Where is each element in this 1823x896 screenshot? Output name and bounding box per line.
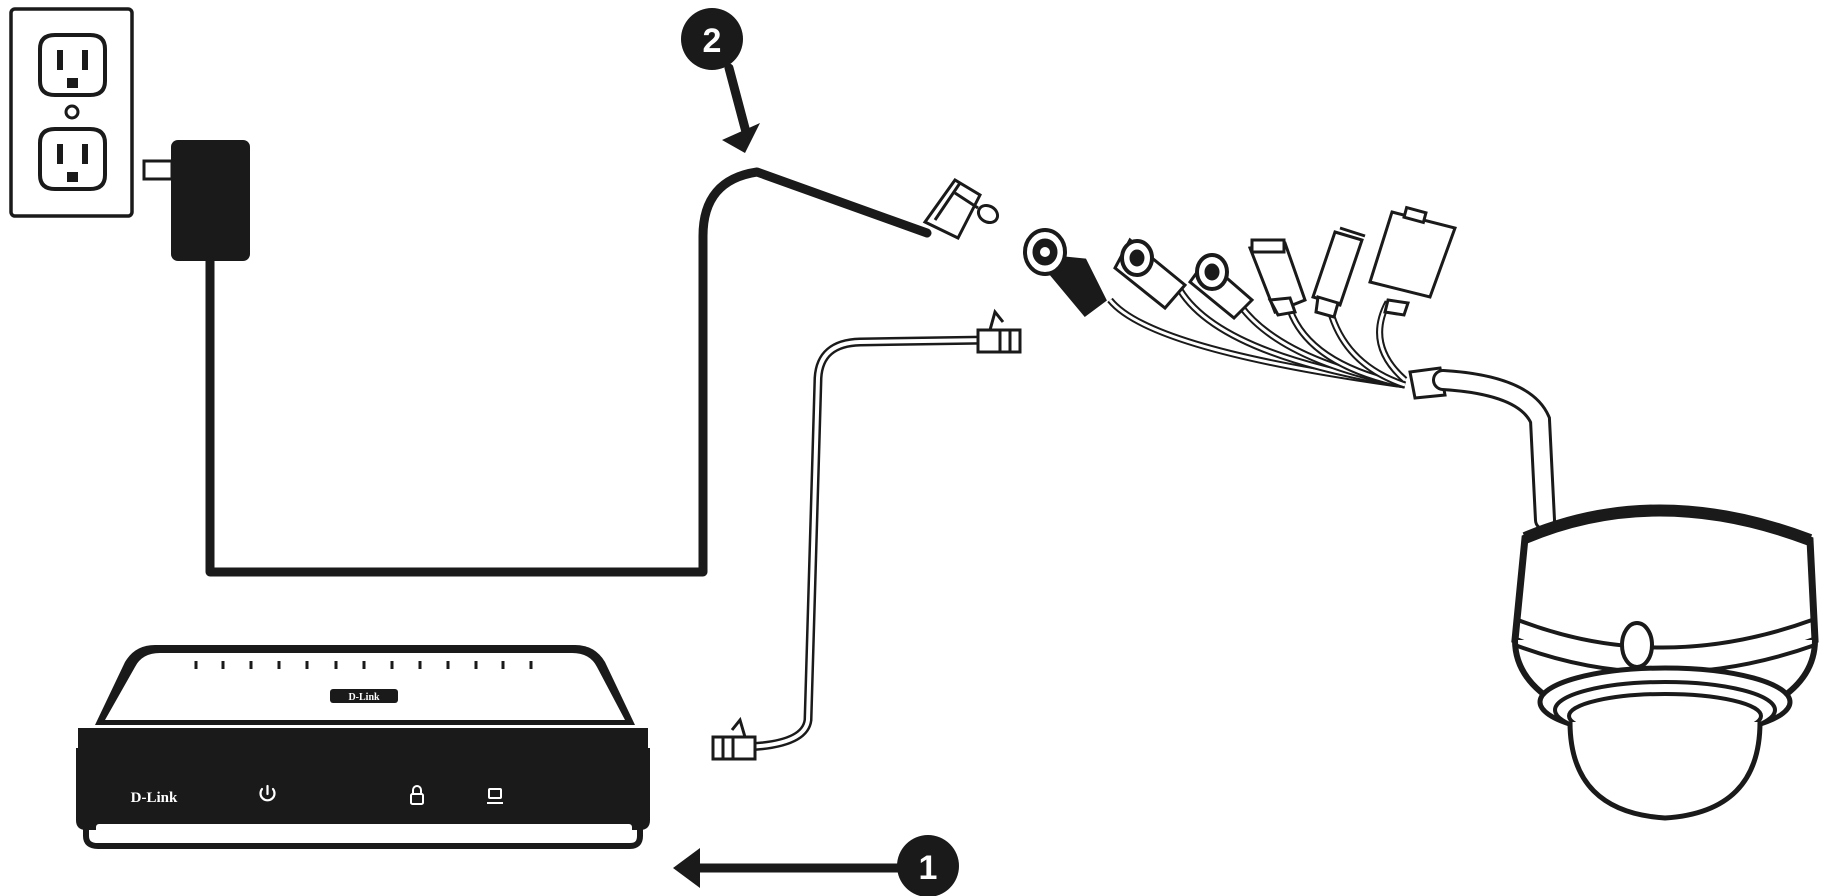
router-vents: [194, 661, 533, 669]
power-icon: [259, 784, 276, 802]
camera-cable-bundle: [1107, 288, 1556, 531]
step-1-badge: [897, 835, 959, 896]
camera-lens-dome: [1567, 721, 1763, 821]
ethernet-cable: [711, 308, 1022, 761]
dc-plug: [922, 178, 1000, 240]
step-2-marker: 2: [681, 8, 760, 153]
camera-ir-sensor: [1620, 621, 1654, 669]
step-1-marker: 1: [673, 835, 959, 896]
step-2-number: 2: [703, 22, 722, 60]
rj45-jack-connector: [1311, 226, 1366, 319]
router: D-Link D-Link: [76, 645, 650, 849]
terminal-block-connector: [1247, 238, 1307, 317]
rca-connector-1: [1113, 237, 1188, 311]
outlet-socket-bottom: [38, 127, 107, 191]
computer-icon: [487, 788, 503, 804]
router-brand-label: D-Link: [131, 790, 178, 806]
camera-connectors: [1023, 205, 1457, 321]
bnc-connector: [1023, 228, 1107, 318]
outlet-screw: [64, 104, 80, 120]
lock-icon: [410, 785, 424, 805]
step-1-arrowhead: [673, 848, 700, 888]
power-adapter: [142, 140, 1000, 577]
step-1-number: 1: [919, 849, 938, 887]
dome-camera: [1511, 504, 1819, 821]
rj45-plug-bottom: [711, 716, 757, 761]
rj45-plug-top: [976, 308, 1022, 354]
step-2-arrowhead: [722, 123, 760, 153]
dc-jack-connector: [1368, 205, 1457, 317]
router-top-logo: D-Link: [348, 692, 380, 703]
rca-connector-2: [1187, 253, 1255, 321]
outlet-socket-top: [38, 33, 107, 97]
router-top-logo-plate: [330, 689, 398, 703]
wall-outlet: [9, 7, 134, 218]
step-2-badge: [681, 8, 743, 70]
power-cable: [205, 167, 932, 577]
